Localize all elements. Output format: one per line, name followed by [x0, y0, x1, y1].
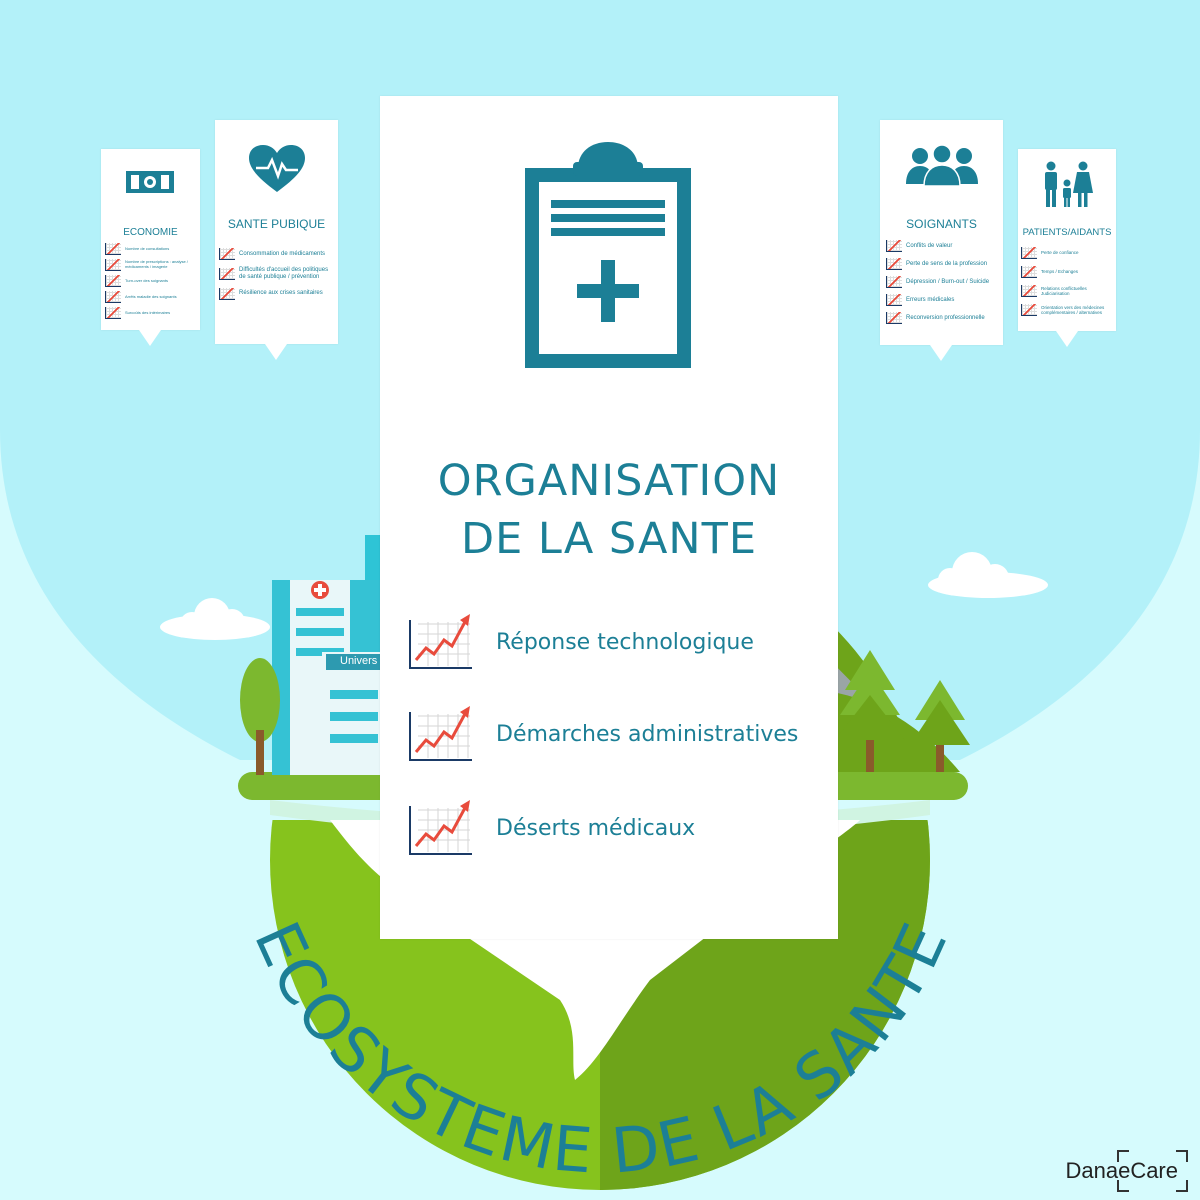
- brand-corner: [1117, 1180, 1130, 1192]
- card-economie-title: ECONOMIE: [123, 227, 178, 238]
- family-icon: [1045, 161, 1093, 207]
- card-soignants: SOIGNANTS Conflits de valeur Perte de se…: [880, 120, 1003, 361]
- trend-chart-icon: [1021, 247, 1037, 259]
- list-item: Perte de confiance: [1021, 247, 1115, 259]
- trend-chart-icon: [105, 259, 121, 271]
- list-item: Perte de sens de la profession: [886, 258, 1001, 270]
- list-item: Nombre de consultations: [105, 243, 198, 255]
- trend-chart-icon: [105, 291, 121, 303]
- list-item: Conflits de valeur: [886, 240, 1001, 252]
- card-organisation-sante: ORGANISATION DE LA SANTE: [380, 96, 838, 939]
- card-soignants-list: Conflits de valeur Perte de sens de la p…: [886, 240, 1001, 328]
- list-item: Arrêts maladie des soignants: [105, 291, 198, 303]
- card-pointer: [1056, 331, 1078, 347]
- trend-chart-icon: [105, 307, 121, 319]
- trend-chart-icon: [105, 243, 121, 255]
- main-list-item: Réponse technologique: [408, 614, 754, 671]
- card-patients-aidants-list: Perte de confiance Temps / Echanges Rela…: [1021, 247, 1115, 320]
- list-item: Consommation de médicaments: [219, 248, 336, 260]
- trend-chart-icon: [886, 312, 902, 324]
- main-title-line1: ORGANISATION: [437, 456, 781, 506]
- trend-chart-icon: [409, 706, 472, 761]
- main-title-line2: DE LA SANTE: [460, 514, 758, 564]
- card-sante-publique: SANTE PUBIQUE Consommation de médicament…: [215, 120, 338, 360]
- card-pointer: [265, 344, 287, 360]
- heart-pulse-icon: [249, 145, 305, 192]
- trend-chart-icon: [219, 287, 235, 300]
- list-item: Reconversion professionnelle: [886, 312, 1001, 324]
- main-list-item-label: Réponse technologique: [496, 630, 754, 655]
- brand-name: DanaeCare: [1065, 1158, 1178, 1183]
- trend-chart-icon: [1021, 266, 1037, 278]
- trend-chart-icon: [1021, 285, 1037, 297]
- list-item: Difficultés d'accueil des politiques de …: [219, 267, 336, 281]
- trend-chart-icon: [409, 614, 472, 669]
- main-list-item-label: Démarches administratives: [496, 722, 799, 747]
- list-item: Temps / Echanges: [1021, 266, 1115, 278]
- building-sign: Univers: [340, 655, 378, 667]
- list-item: Surcoûts des intérimaires: [105, 307, 198, 319]
- trend-chart-icon: [219, 248, 235, 260]
- clipboard-medical-icon: [525, 142, 691, 368]
- list-item: Nombre de prescriptions : analyse / médi…: [105, 259, 198, 271]
- list-item: Orientation vers des médecines complémen…: [1021, 304, 1115, 316]
- main-list-item: Déserts médicaux: [408, 800, 695, 857]
- list-item: Résilience aux crises sanitaires: [219, 287, 336, 300]
- trend-chart-icon: [886, 294, 902, 306]
- list-item: Turn-over des soignants: [105, 275, 198, 287]
- main-list-item: Démarches administratives: [408, 706, 798, 763]
- card-patients-aidants: PATIENTS/AIDANTS Perte de confiance Temp…: [1018, 149, 1116, 347]
- trend-chart-icon: [105, 275, 121, 287]
- trend-chart-icon: [409, 800, 472, 855]
- main-list-item-label: Déserts médicaux: [496, 816, 696, 841]
- trend-chart-icon: [886, 240, 902, 252]
- people-group-icon: [906, 144, 978, 186]
- card-soignants-title: SOIGNANTS: [906, 217, 977, 231]
- card-sante-publique-title: SANTE PUBIQUE: [227, 217, 326, 231]
- trend-chart-icon: [886, 258, 902, 270]
- trend-chart-icon: [886, 276, 902, 288]
- brand-corner: [1117, 1150, 1130, 1162]
- card-pointer: [139, 330, 161, 346]
- brand-logo: DanaeCare: [1061, 1150, 1188, 1192]
- list-item: Erreurs médicales: [886, 294, 1001, 306]
- card-economie-list: Nombre de consultations Nombre de prescr…: [105, 243, 198, 323]
- card-sante-publique-list: Consommation de médicaments Difficultés …: [219, 248, 336, 304]
- trend-chart-icon: [1021, 304, 1037, 316]
- card-patients-aidants-title: PATIENTS/AIDANTS: [1022, 227, 1112, 238]
- card-pointer: [930, 345, 952, 361]
- brand-corner: [1176, 1180, 1188, 1192]
- list-item: Dépression / Burn-out / Suicide: [886, 276, 1001, 288]
- money-icon: [126, 171, 174, 193]
- list-item: Relations conflictuelles Judiciarisation: [1021, 285, 1115, 297]
- trend-chart-icon: [219, 267, 235, 280]
- brand-corner: [1176, 1150, 1188, 1162]
- card-economie: ECONOMIE Nombre de consultations Nombre …: [101, 149, 200, 346]
